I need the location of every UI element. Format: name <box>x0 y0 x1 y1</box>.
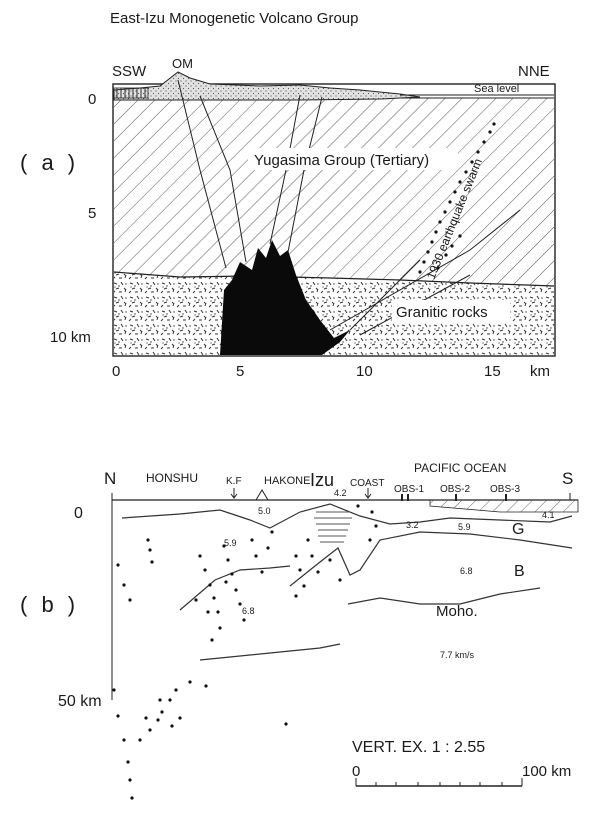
panel-a-dist-10: 10 <box>356 363 373 380</box>
panel-a-depth-0: 0 <box>88 91 96 108</box>
vel-6-8-west: 6.8 <box>242 606 255 616</box>
layer-g: G <box>512 521 524 538</box>
panel-a-dist-15: 15 <box>484 363 501 380</box>
vel-4-1: 4.1 <box>542 510 555 520</box>
layer-moho: Moho. <box>436 603 478 620</box>
sea-level-label: Sea level <box>474 83 519 95</box>
label-obs2: OBS-2 <box>440 484 470 495</box>
hakone-marker <box>255 489 269 501</box>
vertical-exaggeration: VERT. EX. 1 : 2.55 <box>352 739 485 756</box>
panel-a-label: ( a ) <box>20 150 80 175</box>
label-honshu: HONSHU <box>146 471 198 485</box>
kf-arrow <box>230 488 238 499</box>
izu-cluster <box>314 511 352 543</box>
panel-a-dir-right: NNE <box>518 63 550 80</box>
granitic-label: Granitic rocks <box>396 304 488 321</box>
surface-cover <box>113 71 421 101</box>
vel-3-2: 3.2 <box>406 520 419 530</box>
label-obs1: OBS-1 <box>394 484 424 495</box>
vel-4-2: 4.2 <box>334 488 347 498</box>
label-hakone: HAKONE <box>264 475 310 487</box>
layer-b: B <box>514 563 525 580</box>
vel-6-8-east: 6.8 <box>460 566 473 576</box>
panel-b-label: ( b ) <box>20 592 80 617</box>
label-obs3: OBS-3 <box>490 484 520 495</box>
vel-5-9-east: 5.9 <box>458 522 471 532</box>
label-kf: K.F <box>226 476 242 487</box>
ocean-layer <box>429 499 579 513</box>
left-surface-unit <box>113 87 149 99</box>
label-izu: Izu <box>310 470 334 490</box>
peak-om-label: OM <box>172 56 193 71</box>
label-coast: COAST <box>350 478 384 489</box>
scale-bar-end: 100 km <box>522 763 571 780</box>
obs-markers <box>401 494 507 501</box>
coast-arrow <box>364 488 372 499</box>
panel-a-dist-km: km <box>530 363 550 380</box>
panel-b-depth-0: 0 <box>74 505 83 522</box>
panel-b-depth-50: 50 km <box>58 693 102 710</box>
panel-a-dist-5: 5 <box>236 363 244 380</box>
scale-bar-start: 0 <box>352 763 360 780</box>
panel-b-dir-right: S <box>562 469 573 488</box>
vel-5-9-west: 5.9 <box>224 538 237 548</box>
seismicity-dots <box>112 504 378 800</box>
vel-7-7: 7.7 km/s <box>440 650 475 660</box>
vel-5-0: 5.0 <box>258 506 271 516</box>
panel-b-dir-left: N <box>104 469 116 488</box>
panel-a-depth-10: 10 km <box>50 329 91 346</box>
panel-a-dir-left: SSW <box>112 63 147 80</box>
scale-bar: 0 100 km <box>352 763 571 787</box>
panel-b-velocity-section: N HONSHU K.F HAKONE Izu COAST PACIFIC OC… <box>58 461 579 800</box>
yugasima-label: Yugasima Group (Tertiary) <box>254 152 429 169</box>
earthquake-swarm <box>418 122 496 274</box>
panel-a-cross-section: SSW OM NNE Sea level Yugasima Group (Ter… <box>50 56 556 380</box>
yugasima-layer <box>114 98 554 286</box>
label-pacific-ocean: PACIFIC OCEAN <box>414 461 506 475</box>
intrusion-body <box>220 240 350 355</box>
panel-a-depth-5: 5 <box>88 205 96 222</box>
panel-a-frame <box>112 83 556 357</box>
panel-a-dist-0: 0 <box>112 363 120 380</box>
figure-title: East-Izu Monogenetic Volcano Group <box>110 10 359 27</box>
